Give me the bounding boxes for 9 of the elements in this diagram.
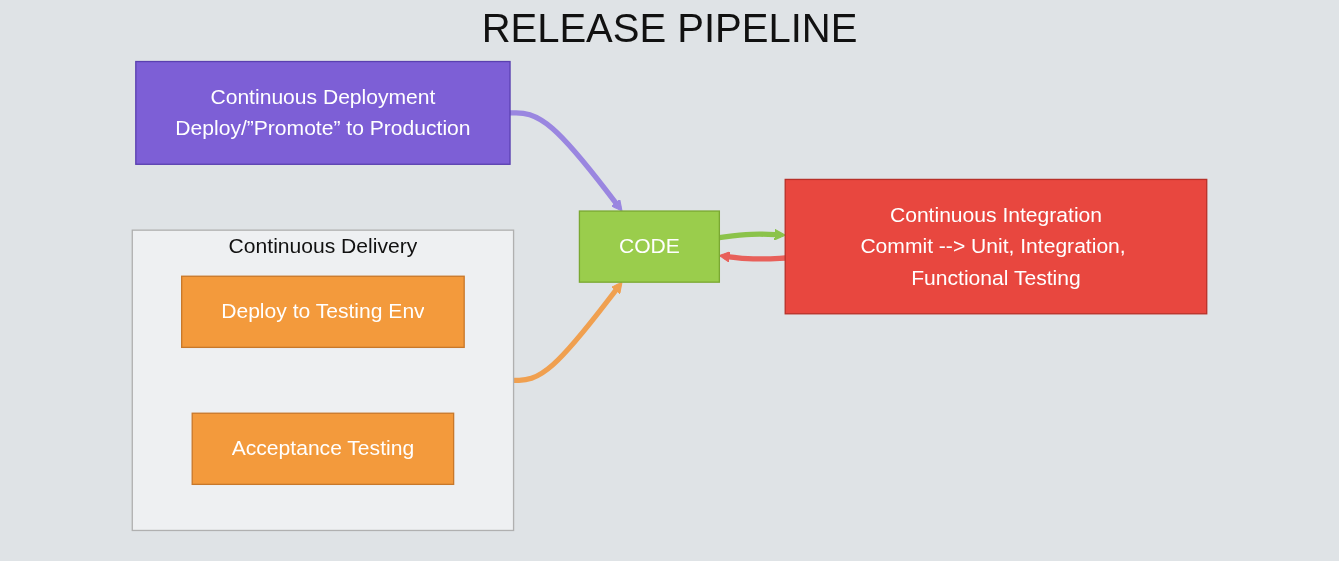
node-box: Acceptance Testing <box>191 412 455 486</box>
node-box: CODE <box>578 210 720 283</box>
node-box: Continuous Integration Commit --> Unit, Integration, Functional Testing <box>784 178 1208 315</box>
arrow <box>513 281 623 383</box>
arrow <box>510 110 623 212</box>
node-box: Deploy to Testing Env <box>181 275 465 349</box>
arrow <box>719 228 786 241</box>
node-box: Continuous Deployment Deploy/”Promote” to Production <box>135 60 511 165</box>
diagram-title: RELEASE PIPELINE <box>480 6 859 51</box>
